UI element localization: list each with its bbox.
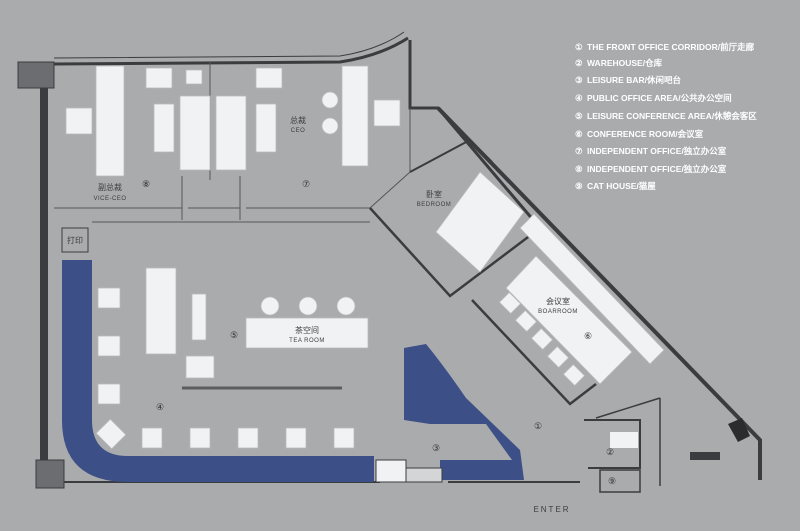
legend-marker-1: ①: [575, 42, 583, 52]
legend-marker-6: ⑥: [575, 129, 583, 139]
print-label: 打印: [67, 235, 83, 245]
legend-item-8: INDEPENDENT OFFICE/独立办公室: [587, 164, 727, 174]
ceo-label-en: CEO: [291, 128, 306, 134]
legend-item-2: WAREHOUSE/仓库: [587, 58, 663, 68]
vice-ceo-label-en: VICE-CEO: [93, 196, 126, 202]
legend-item-6: CONFERENCE ROOM/会议室: [587, 129, 704, 139]
marker-4: ④: [156, 402, 164, 412]
marker-1: ①: [534, 421, 542, 431]
legend-item-4: PUBLIC OFFICE AREA/公共办公空间: [587, 93, 732, 103]
legend-item-1: THE FRONT OFFICE CORRIDOR/前厅走廊: [587, 42, 755, 52]
legend-item-9: CAT HOUSE/猫屋: [587, 181, 656, 191]
legend: THE FRONT OFFICE CORRIDOR/前厅走廊 ① WAREHOU…: [575, 42, 757, 191]
legend-marker-8: ⑧: [575, 164, 583, 174]
marker-8: ⑧: [142, 179, 150, 189]
marker-6: ⑥: [584, 331, 592, 341]
ceo-label-cn: 总裁: [290, 115, 306, 125]
tea-room-label-en: TEA ROOM: [289, 338, 325, 344]
room-labels: 副总裁 VICE-CEO 总裁 CEO 卧室 BEDROOM 会议室 BOARR…: [67, 115, 578, 344]
boardroom-label-cn: 会议室: [546, 296, 570, 306]
legend-marker-9: ⑨: [575, 181, 583, 191]
legend-marker-5: ⑤: [575, 111, 583, 121]
tea-room-label-cn: 茶空间: [295, 325, 319, 335]
furniture: [61, 65, 750, 483]
legend-item-5: LEISURE CONFERENCE AREA/休憩会客区: [587, 111, 757, 121]
legend-marker-7: ⑦: [575, 146, 583, 156]
marker-9: ⑨: [608, 476, 616, 486]
marker-2: ②: [606, 447, 614, 457]
enter-label: ENTER: [533, 505, 570, 514]
legend-marker-3: ③: [575, 75, 583, 85]
marker-7: ⑦: [302, 179, 310, 189]
bedroom-label-cn: 卧室: [426, 189, 442, 199]
area-markers: ① ② ③ ④ ⑤ ⑥ ⑦ ⑧ ⑨: [142, 179, 616, 486]
bedroom-label-en: BEDROOM: [417, 202, 452, 208]
legend-item-7: INDEPENDENT OFFICE/独立办公室: [587, 146, 727, 156]
marker-3: ③: [432, 443, 440, 453]
legend-item-3: LEISURE BAR/休闲吧台: [587, 75, 681, 85]
legend-marker-4: ④: [575, 93, 583, 103]
vice-ceo-label-cn: 副总裁: [98, 182, 122, 192]
boardroom-label-en: BOARROOM: [538, 309, 578, 315]
corridor-path: [62, 260, 524, 482]
marker-5: ⑤: [230, 330, 238, 340]
interior-walls: [54, 62, 661, 493]
legend-marker-2: ②: [575, 58, 583, 68]
